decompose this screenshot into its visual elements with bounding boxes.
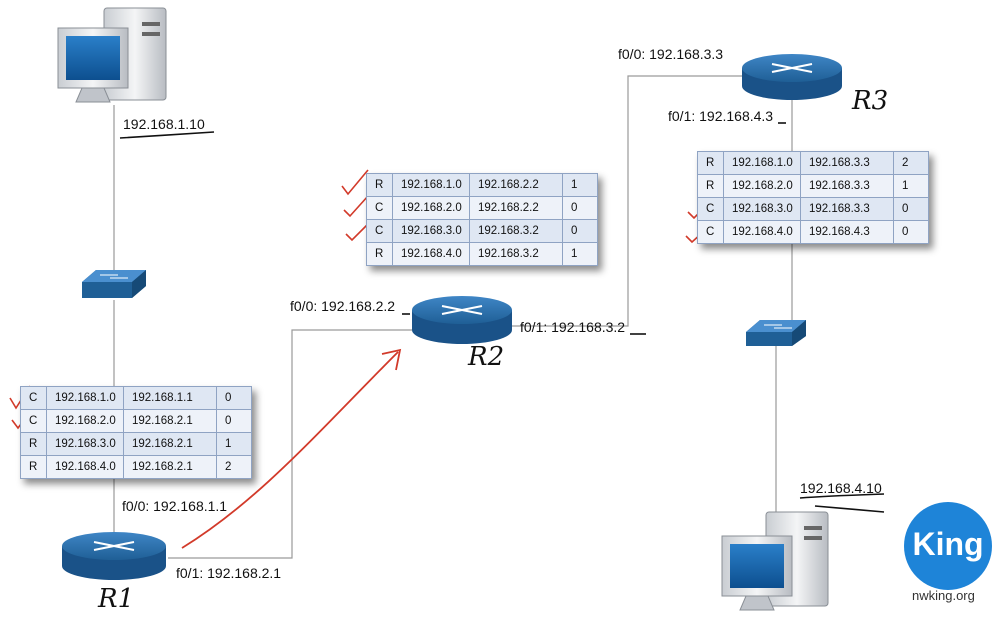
route-type: C: [697, 197, 724, 221]
logo-text: King: [912, 526, 984, 562]
hop-count: 1: [562, 173, 598, 197]
r1-f01-label: f0/1: 192.168.2.1: [176, 565, 282, 581]
handwritten-underlines: [119, 122, 885, 513]
router-r2-icon: [412, 296, 512, 344]
next-hop: 192.168.4.3: [800, 220, 894, 244]
r1-f00-label: f0/0: 192.168.1.1: [122, 498, 228, 514]
hop-count: 0: [216, 386, 252, 410]
next-hop: 192.168.3.3: [800, 174, 894, 198]
r2-f01-label: f0/1: 192.168.3.2: [520, 319, 626, 335]
router-r3-icon: [742, 54, 842, 100]
r3-handwritten-name: R3: [852, 86, 889, 116]
route-type: C: [20, 386, 47, 410]
red-arrow: [181, 348, 402, 549]
r1-handwritten-name: R1: [98, 584, 135, 614]
next-hop: 192.168.2.1: [123, 432, 217, 456]
king-logo: King: [904, 502, 992, 590]
r2-handwritten-name: R2: [468, 342, 505, 372]
network: 192.168.3.0: [46, 432, 124, 456]
route-type: C: [366, 196, 393, 220]
network: 192.168.2.0: [392, 196, 470, 220]
network: 192.168.2.0: [46, 409, 124, 433]
r3-f00-label: f0/0: 192.168.3.3: [618, 46, 724, 62]
next-hop: 192.168.3.3: [800, 197, 894, 221]
network: 192.168.1.0: [46, 386, 124, 410]
route-type: C: [20, 409, 47, 433]
hop-count: 1: [216, 432, 252, 456]
route-type: R: [20, 432, 47, 456]
network: 192.168.4.0: [392, 242, 470, 266]
network: 192.168.2.0: [723, 174, 801, 198]
hop-count: 0: [893, 220, 929, 244]
router-r1-icon: [62, 532, 166, 580]
hop-count: 2: [893, 151, 929, 175]
next-hop: 192.168.3.2: [469, 242, 563, 266]
hop-count: 0: [216, 409, 252, 433]
switch1-icon: [82, 270, 146, 298]
pc2-ip-label: 192.168.4.10: [800, 480, 882, 496]
next-hop: 192.168.2.2: [469, 173, 563, 197]
hop-count: 0: [893, 197, 929, 221]
hop-count: 1: [562, 242, 598, 266]
pc1-computer-icon: [57, 7, 167, 103]
route-type: C: [697, 220, 724, 244]
route-type: C: [366, 219, 393, 243]
network: 192.168.1.0: [392, 173, 470, 197]
network: 192.168.3.0: [392, 219, 470, 243]
switch2-icon: [746, 320, 806, 346]
network: 192.168.1.0: [723, 151, 801, 175]
next-hop: 192.168.2.1: [123, 409, 217, 433]
next-hop: 192.168.2.2: [469, 196, 563, 220]
network: 192.168.4.0: [46, 455, 124, 479]
network: 192.168.4.0: [723, 220, 801, 244]
r2-f00-label: f0/0: 192.168.2.2: [290, 298, 396, 314]
route-type: R: [366, 242, 393, 266]
next-hop: 192.168.3.3: [800, 151, 894, 175]
next-hop: 192.168.2.1: [123, 455, 217, 479]
hop-count: 0: [562, 196, 598, 220]
route-type: R: [20, 455, 47, 479]
route-type: R: [697, 151, 724, 175]
links: [113, 75, 793, 559]
pc2-computer-icon: [721, 511, 829, 611]
hop-count: 2: [216, 455, 252, 479]
hop-count: 1: [893, 174, 929, 198]
next-hop: 192.168.1.1: [123, 386, 217, 410]
hop-count: 0: [562, 219, 598, 243]
r3-f01-label: f0/1: 192.168.4.3: [668, 108, 774, 124]
pc1-ip-label: 192.168.1.10: [123, 116, 205, 132]
route-type: R: [697, 174, 724, 198]
site-name: nwking.org: [912, 588, 975, 603]
route-type: R: [366, 173, 393, 197]
next-hop: 192.168.3.2: [469, 219, 563, 243]
network: 192.168.3.0: [723, 197, 801, 221]
